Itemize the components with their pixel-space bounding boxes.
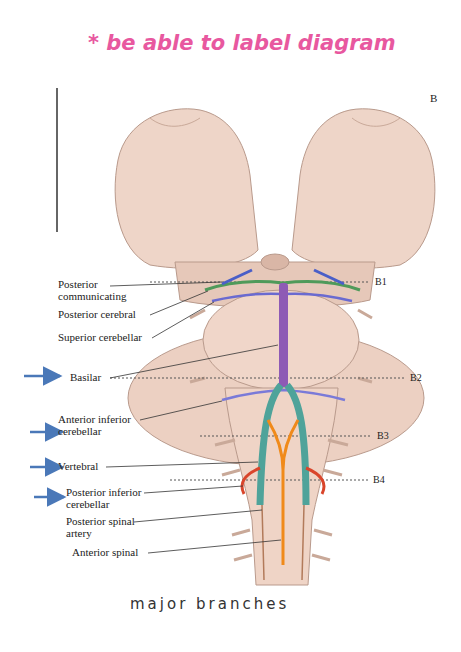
- artery-label: Anterior inferior cerebellar: [58, 413, 148, 437]
- left-hemisphere: [115, 109, 258, 268]
- midbrain-section: [261, 254, 289, 270]
- artery-label: Posterior inferior cerebellar: [66, 486, 156, 510]
- leader-line: [106, 282, 281, 553]
- page-edge: [56, 88, 58, 232]
- artery-label: Basilar: [70, 371, 101, 383]
- medulla: [225, 388, 338, 585]
- level-number: B3: [377, 430, 389, 441]
- artery-label: Superior cerebellar: [58, 331, 142, 343]
- handwritten-note: * be able to label diagram: [88, 32, 396, 55]
- artery-label: Anterior spinal: [72, 546, 138, 558]
- level-number: B2: [410, 372, 422, 383]
- right-hemisphere: [292, 109, 435, 268]
- level-number: B4: [373, 474, 385, 485]
- cut-surface: [150, 118, 400, 126]
- level-number: B1: [375, 276, 387, 287]
- panel-letter: B: [430, 92, 437, 104]
- artery-label: Posterior spinal artery: [66, 515, 144, 539]
- posterior-inferior-cerebellar-artery: [242, 468, 324, 494]
- level-line: [110, 282, 406, 480]
- artery-label: Posterior cerebral: [58, 308, 136, 320]
- handwritten-note: major branches: [130, 596, 289, 613]
- posterior-spinal-artery: [262, 505, 304, 580]
- basilar-artery: [279, 283, 288, 387]
- posterior-communicating-artery: [222, 270, 344, 284]
- anterior-inferior-cerebellar-artery: [222, 390, 345, 400]
- anterior-spinal-artery: [268, 420, 298, 565]
- artery-label: Posterior communicating: [58, 278, 133, 302]
- artery-label: Vertebral: [58, 460, 98, 472]
